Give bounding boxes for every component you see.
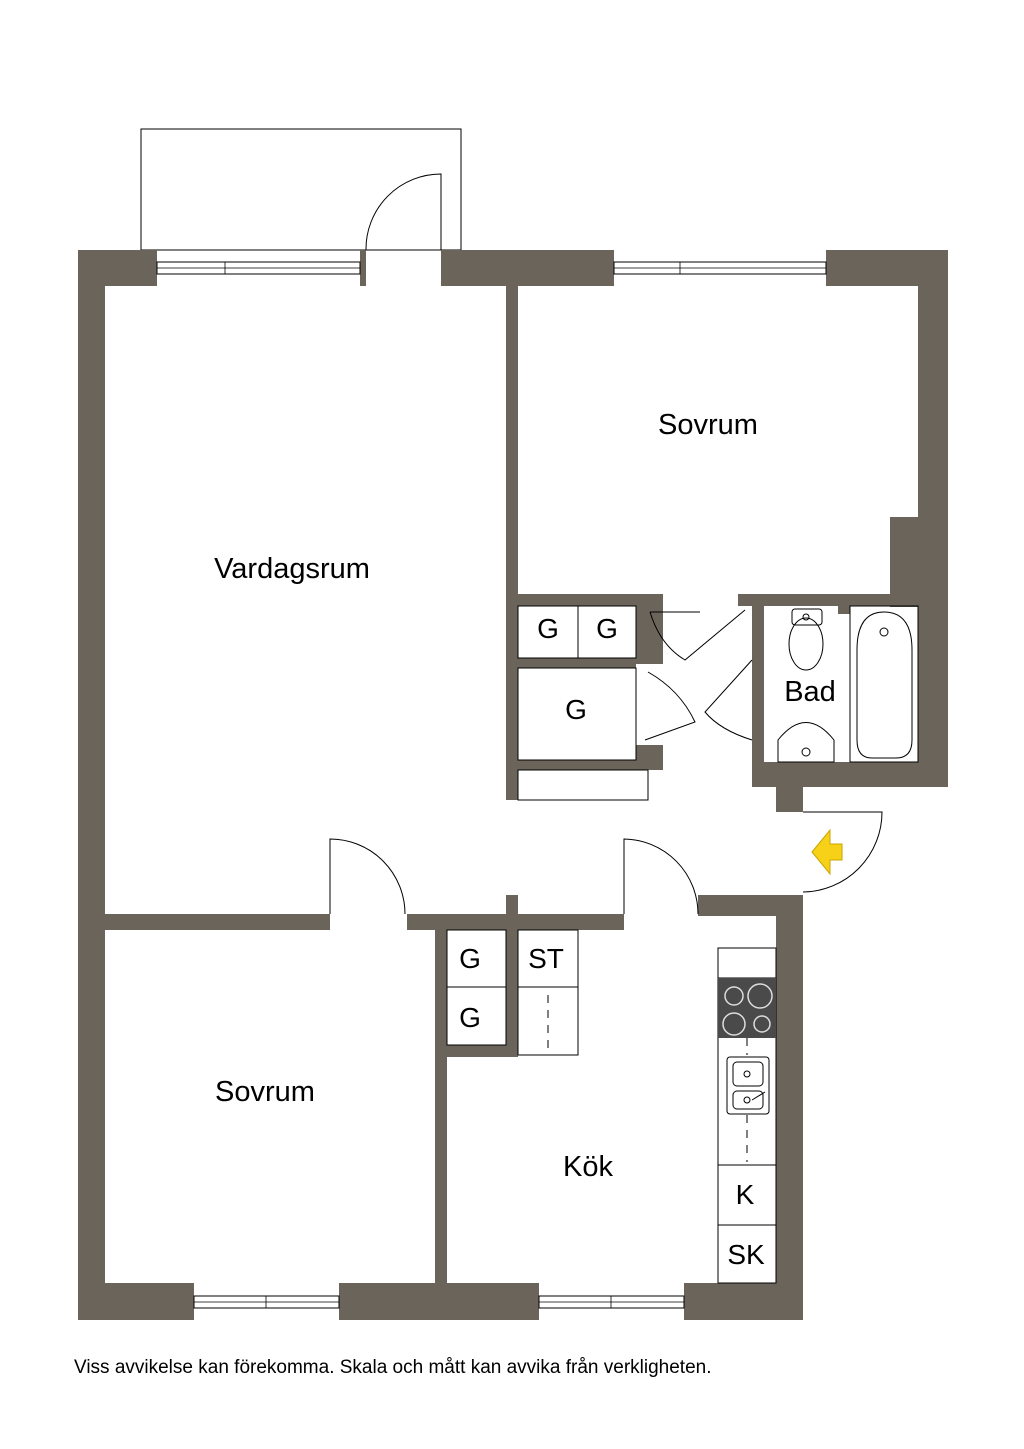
wardrobe-label: G (565, 694, 587, 725)
room-label-living-room: Vardagsrum (214, 553, 370, 585)
bathtub-icon (849, 605, 919, 763)
balcony (140, 128, 462, 251)
door-wardrobe (649, 609, 746, 661)
outer-walls (78, 250, 948, 1320)
fridge-label: K (736, 1179, 755, 1210)
door-entrance (802, 811, 883, 893)
closets (446, 605, 649, 1056)
window-living-room (156, 261, 361, 275)
washbasin-icon (777, 722, 835, 763)
room-label-kitchen: Kök (563, 1151, 613, 1183)
room-label-bedroom-bottom: Sovrum (215, 1076, 315, 1108)
doors (329, 173, 883, 915)
kitchen-sink-icon (726, 1056, 770, 1115)
broom-closet-label: ST (528, 943, 564, 974)
window-kitchen (538, 1295, 685, 1309)
room-label-bathroom: Bad (784, 676, 836, 708)
stove-icon (718, 978, 776, 1038)
toilet-icon (788, 608, 824, 671)
disclaimer-text: Viss avvikelse kan förekomma. Skala och … (74, 1357, 712, 1378)
interior-walls (105, 286, 918, 1283)
wardrobe-label: G (459, 1002, 481, 1033)
door-balcony (365, 173, 442, 251)
window-bedroom-top (613, 261, 827, 275)
door-closet (644, 671, 696, 741)
wardrobe-label: G (537, 613, 559, 644)
windows (156, 261, 827, 1309)
door-bathroom (704, 659, 753, 741)
door-bedroom-bottom (329, 838, 406, 915)
room-label-bedroom-top: Sovrum (658, 409, 758, 441)
entrance-arrow-icon (811, 828, 843, 876)
freezer-label: SK (727, 1239, 765, 1270)
wardrobe-label: G (596, 613, 618, 644)
window-bedroom-bottom (193, 1295, 340, 1309)
door-kitchen (623, 838, 699, 915)
wardrobe-label: G (459, 943, 481, 974)
